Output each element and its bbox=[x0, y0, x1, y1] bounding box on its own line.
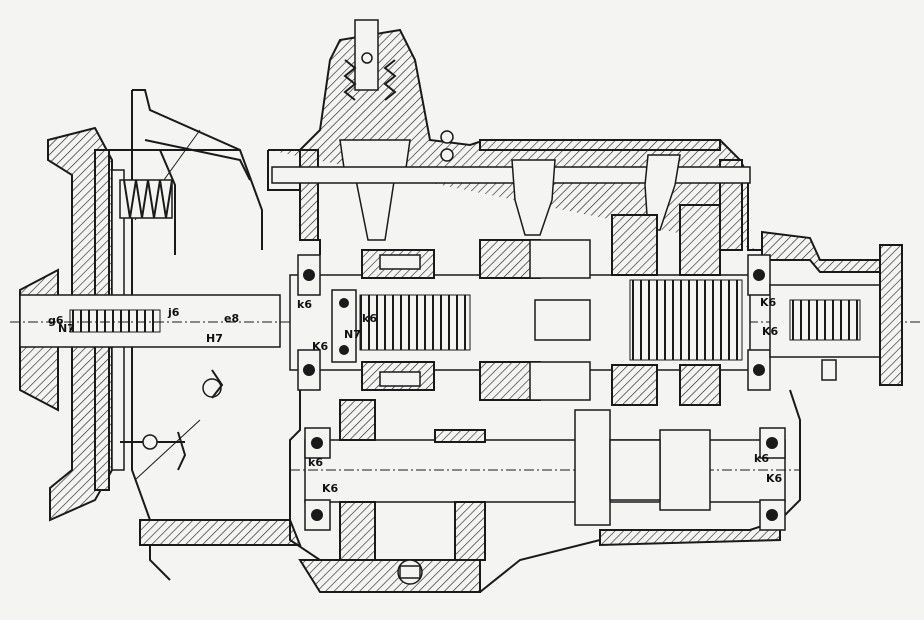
output-flange bbox=[769, 244, 903, 386]
drain-plug bbox=[397, 559, 423, 585]
fit-labels: k6 K6 k6 K6 K6 k6 K6 k6 K6 k6 N7 N7 H7 j… bbox=[48, 296, 783, 495]
main-shaft-bearings bbox=[297, 254, 771, 391]
fit-label-k6: K6 bbox=[312, 340, 329, 353]
input-shaft bbox=[10, 294, 920, 348]
main-shaft bbox=[289, 274, 751, 371]
countershaft bbox=[290, 399, 800, 561]
fit-label-k6: K6 bbox=[760, 296, 777, 309]
fit-label-e8: e8 bbox=[224, 312, 239, 325]
fit-label-n7: N7 bbox=[344, 328, 361, 341]
fit-label-k6: k6 bbox=[308, 456, 323, 469]
fit-label-k6: k6 bbox=[362, 312, 377, 325]
synchro-gear-1 bbox=[361, 249, 435, 391]
gearbox-casing bbox=[267, 28, 881, 594]
countershaft-bearings bbox=[304, 427, 786, 531]
synchro-gear-2 bbox=[479, 239, 591, 401]
fit-label-k6: K6 bbox=[762, 325, 779, 338]
main-gear-right bbox=[611, 204, 721, 406]
fit-label-n7: N7 bbox=[58, 322, 75, 335]
fit-label-h7: H7 bbox=[206, 332, 223, 345]
clutch-spring bbox=[119, 179, 173, 219]
fit-label-k6: K6 bbox=[766, 472, 783, 485]
fit-label-k6: k6 bbox=[297, 298, 312, 311]
release-lever bbox=[120, 369, 224, 471]
shift-rail bbox=[271, 154, 751, 236]
fit-label-k6: K6 bbox=[322, 482, 339, 495]
fit-label-j6: j6 bbox=[167, 306, 180, 319]
fit-label-k6: k6 bbox=[754, 452, 769, 465]
fit-label-g6: g6 bbox=[48, 314, 64, 327]
